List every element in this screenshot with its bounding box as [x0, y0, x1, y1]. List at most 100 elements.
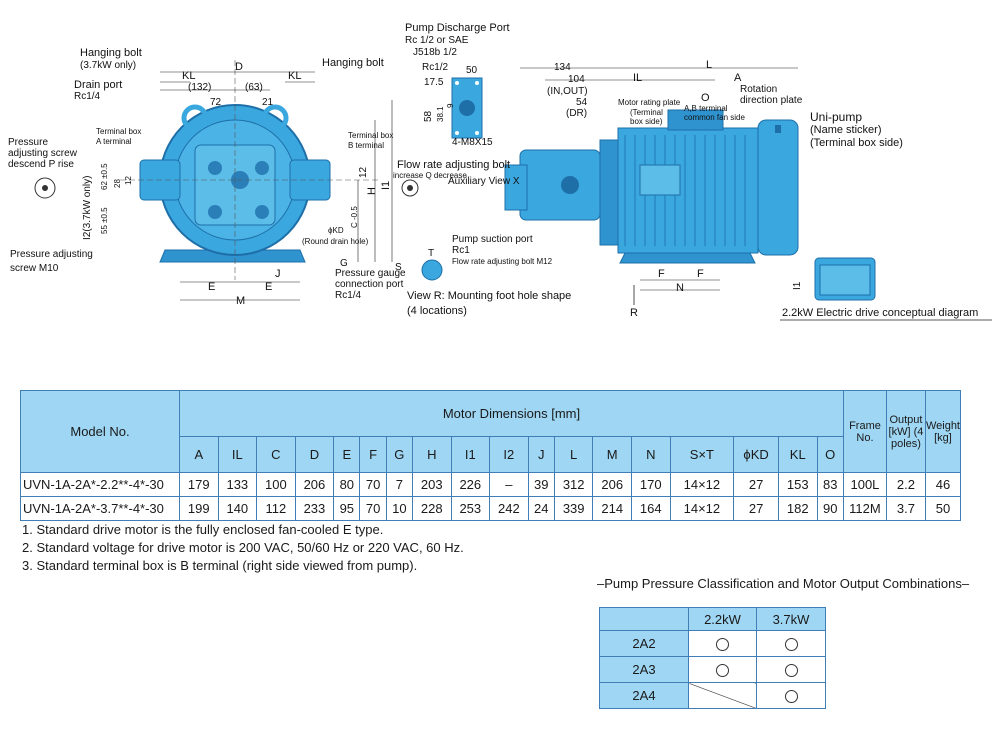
label-terminal-b: B terminal [348, 141, 385, 150]
dimension-cell: 70 [359, 472, 387, 497]
motor-body [617, 127, 759, 254]
label-hanging-bolt-right: Hanging bolt [322, 57, 384, 69]
label-terminal-box-b: Terminal box [348, 131, 394, 140]
dim-12a: 12 [124, 176, 133, 185]
dimension-cell: 7 [385, 472, 413, 497]
note-1: 1. Standard drive motor is the fully enc… [22, 522, 384, 537]
dimension-cell: 226 [450, 472, 491, 497]
dim-D: D [235, 61, 243, 73]
label-motor-plate-3: box side) [630, 117, 663, 126]
dim-C: C -0.5 [350, 206, 359, 228]
combo-available-cell [688, 630, 757, 657]
dimension-cell: 14×12 [669, 472, 735, 497]
dim-E-left: E [208, 281, 216, 293]
dim-58: 58 [423, 110, 434, 122]
combo-row: 2A4 [599, 682, 826, 709]
dimension-cell: 100 [256, 472, 296, 497]
header-weight: Weight [kg] [924, 390, 962, 473]
label-motor-plate-2: (Terminal [630, 108, 663, 117]
label-motor-plate: Motor rating plate [618, 98, 681, 107]
circle-icon [784, 638, 798, 652]
dimension-cell: 10 [385, 496, 413, 521]
drawing-svg [34, 60, 992, 321]
column-header: N [630, 436, 671, 473]
label-suction-2: Rc1 [452, 245, 470, 256]
dimension-cell: 214 [592, 496, 632, 521]
combo-col-22: 2.2kW [688, 607, 757, 631]
motor-dimensions-table: Model No. Motor Dimensions [mm] Frame No… [20, 390, 962, 521]
dim-A: A [734, 72, 742, 84]
label-rc12: Rc1/2 [422, 62, 449, 73]
label-pump-discharge-2: Rc 1/2 or SAE [405, 35, 469, 46]
dim-132: (132) [188, 82, 212, 93]
dim-55: 55 ±0.5 [100, 207, 109, 234]
dimension-cell: 339 [553, 496, 594, 521]
dim-I1-concept: I1 [792, 281, 803, 290]
combo-row-label: 2A2 [599, 630, 689, 657]
dim-9: 9 [446, 103, 455, 108]
label-hanging-bolt-left-note: (3.7kW only) [80, 60, 137, 71]
dimension-cell: – [489, 472, 529, 497]
combo-corner [599, 607, 689, 631]
label-ab-terminal-2: common fan side [684, 113, 745, 122]
dimension-cell: 39 [527, 472, 555, 497]
label-pressure-screw-2: adjusting screw [8, 148, 77, 159]
note-3: 3. Standard terminal box is B terminal (… [22, 558, 418, 573]
dim-I2: I2(3.7kW only) [82, 175, 93, 240]
dimension-cell: 133 [217, 472, 258, 497]
dimension-cell: 182 [777, 496, 818, 521]
dim-KL-left: KL [182, 70, 196, 82]
label-terminal-a: A terminal [96, 137, 132, 146]
circle-icon [784, 690, 798, 704]
combo-available-cell [756, 630, 826, 657]
dimension-cell: 153 [777, 472, 818, 497]
combo-available-cell [688, 656, 757, 683]
dimension-cell: 179 [179, 472, 219, 497]
dim-R: R [630, 307, 638, 319]
dim-O: O [701, 92, 710, 104]
dimension-cell: 199 [179, 496, 219, 521]
dimension-cell: 24 [527, 496, 555, 521]
pump-body [519, 149, 601, 221]
dim-62: 62 ±0.5 [100, 163, 109, 190]
column-header: J [527, 436, 555, 473]
column-header: KL [777, 436, 818, 473]
dim-J: J [275, 268, 281, 280]
label-pump-discharge-3: J518b 1/2 [413, 47, 457, 58]
output-cell: 3.7 [885, 496, 926, 521]
rating-plate [639, 164, 681, 196]
label-in-out: (IN,OUT) [547, 86, 588, 97]
hanging-bolt-right-ring [261, 104, 289, 132]
combo-row: 2A3 [599, 656, 826, 683]
dimension-cell: 70 [359, 496, 387, 521]
label-unipump-2: (Name sticker) [810, 124, 882, 136]
dimension-cell: 164 [630, 496, 671, 521]
label-aux-view: Auxiliary View X [448, 176, 520, 187]
dimension-cell: 312 [553, 472, 594, 497]
note-2: 2. Standard voltage for drive motor is 2… [22, 540, 464, 555]
dim-E-right: E [265, 281, 273, 293]
dimension-cell: 112 [256, 496, 296, 521]
dimension-cell: 27 [733, 472, 779, 497]
column-header: ϕKD [733, 436, 779, 473]
combo-available-cell [756, 656, 826, 683]
combo-col-37: 3.7kW [756, 607, 826, 631]
label-rotation-plate-2: direction plate [740, 95, 803, 106]
front-view [34, 60, 443, 301]
fan-cover [757, 119, 799, 256]
dim-M: M [236, 295, 246, 307]
dim-H: H [366, 187, 378, 195]
combo-title: –Pump Pressure Classification and Motor … [597, 576, 970, 591]
dimension-cell: 233 [294, 496, 335, 521]
column-header: M [592, 436, 632, 473]
dimension-cell: 242 [489, 496, 529, 521]
weight-cell: 50 [924, 496, 962, 521]
dim-63: (63) [245, 82, 263, 93]
technical-drawing: Hanging bolt (3.7kW only) Hanging bolt D… [0, 0, 1000, 330]
label-pressure-screw: Pressure [8, 137, 49, 148]
header-frame: Frame No. [842, 390, 887, 473]
hanging-bolt-left-ring [181, 104, 209, 132]
column-header: S×T [669, 436, 735, 473]
model-cell: UVN-1A-2A*-3.7**-4*-30 [20, 496, 180, 521]
